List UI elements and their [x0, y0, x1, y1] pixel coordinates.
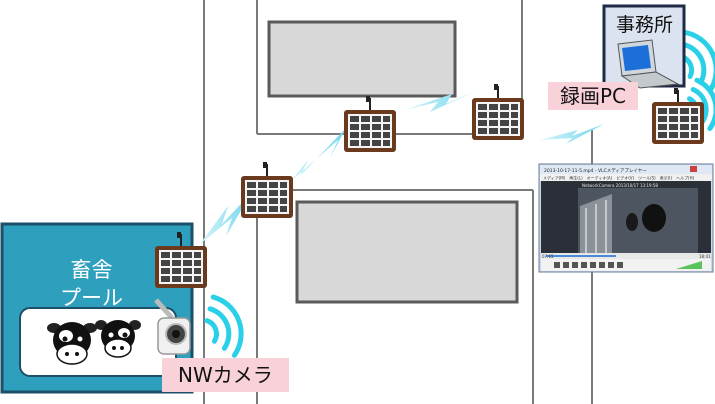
relay-panel-icon	[343, 95, 397, 153]
player-title: 2013-10-17-11-5.mp4 - VLCメディアプレイヤー	[544, 167, 647, 174]
video-overlay-text: NetworkCamera 2013/10/17 13:19:58	[582, 183, 658, 188]
building-middle	[295, 200, 519, 304]
cow-icon	[95, 320, 141, 358]
time-start: 07:15	[542, 254, 554, 259]
relay-panel-icon	[471, 83, 525, 141]
recording-pc-label: 録画PC	[548, 82, 639, 110]
wireless-link-bolt	[200, 90, 604, 244]
player-menu: メディア(M) 再生(L) オーディオ(A) ビデオ(V) ツール(S) 表示(…	[543, 175, 695, 181]
wifi-signal-icon	[204, 294, 244, 358]
cow-icon	[47, 322, 97, 365]
media-player-window: 2013-10-17-11-5.mp4 - VLCメディアプレイヤー メディア(…	[538, 163, 714, 273]
building-top	[267, 20, 457, 98]
cow-pen	[19, 307, 177, 377]
laptop-icon	[617, 39, 680, 89]
nw-camera-label: NWカメラ	[162, 358, 289, 392]
network-camera-icon	[154, 298, 191, 355]
office-label: 事務所	[616, 14, 674, 36]
barn-pool-label: 畜舎 プール	[60, 258, 123, 310]
time-end: 18:41	[699, 254, 711, 259]
relay-panel-icon	[651, 87, 705, 145]
relay-panel-icon	[240, 161, 294, 219]
